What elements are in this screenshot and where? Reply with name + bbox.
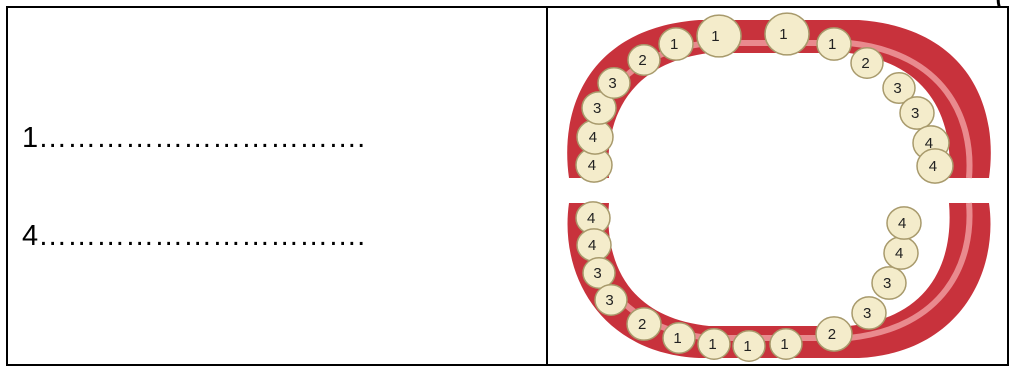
lower-tooth-label: 1 (743, 338, 751, 355)
upper-tooth-4: 3 (598, 68, 630, 98)
lower-tooth-label: 4 (588, 237, 596, 254)
lower-tooth-6: 1 (663, 323, 695, 353)
lower-tooth-13: 4 (884, 237, 918, 269)
lower-tooth-12: 3 (872, 267, 906, 299)
table-divider (546, 6, 548, 366)
upper-tooth-label: 3 (593, 100, 601, 117)
lower-tooth-label: 4 (587, 210, 595, 227)
lower-tooth-label: 3 (883, 275, 891, 292)
upper-tooth-7: 1 (697, 15, 741, 57)
upper-tooth-label: 4 (588, 157, 596, 174)
lower-tooth-2: 4 (577, 229, 611, 261)
lower-tooth-label: 1 (673, 330, 681, 347)
lower-tooth-label: 3 (605, 292, 613, 309)
lower-tooth-14: 4 (887, 207, 921, 239)
lower-tooth-9: 1 (770, 329, 802, 359)
upper-tooth-label: 1 (779, 26, 787, 43)
upper-tooth-label: 2 (638, 52, 646, 69)
lower-tooth-7: 1 (698, 329, 730, 359)
upper-tooth-label: 1 (670, 36, 678, 53)
lower-tooth-label: 3 (863, 305, 871, 322)
upper-tooth-label: 4 (589, 129, 597, 146)
lower-tooth-10: 2 (816, 317, 852, 351)
upper-tooth-9: 1 (817, 28, 851, 60)
upper-tooth-label: 2 (861, 55, 869, 72)
lower-tooth-3: 3 (583, 258, 615, 288)
answer-line-4-number: 4 (22, 220, 38, 252)
lower-tooth-label: 1 (780, 336, 788, 353)
answer-line-4[interactable]: 4……………………………. (22, 220, 365, 253)
upper-tooth-14: 4 (917, 149, 953, 183)
lower-tooth-label: 2 (638, 316, 646, 333)
lower-tooth-5: 2 (627, 308, 661, 340)
upper-tooth-label: 1 (711, 28, 719, 45)
upper-tooth-label: 3 (911, 105, 919, 122)
lower-tooth-label: 2 (828, 326, 836, 343)
upper-tooth-8: 1 (765, 13, 809, 55)
lower-tooth-label: 3 (593, 265, 601, 282)
answer-line-1-number: 1 (22, 122, 38, 154)
answer-line-1-dots: ……………………………. (38, 122, 365, 154)
answer-line-1[interactable]: 1……………………………. (22, 122, 365, 155)
upper-tooth-label: 4 (929, 158, 937, 175)
lower-tooth-label: 4 (895, 245, 903, 262)
answer-line-4-dots: ……………………………. (38, 220, 365, 252)
upper-tooth-12: 3 (900, 97, 934, 129)
upper-tooth-10: 2 (851, 48, 883, 78)
lower-tooth-label: 4 (898, 215, 906, 232)
upper-tooth-label: 1 (828, 36, 836, 53)
upper-tooth-5: 2 (628, 45, 660, 75)
upper-tooth-6: 1 (659, 28, 693, 60)
lower-tooth-11: 3 (852, 297, 886, 329)
lower-tooth-8: 1 (733, 331, 765, 361)
upper-tooth-label: 3 (608, 75, 616, 92)
upper-tooth-label: 3 (893, 80, 901, 97)
lower-tooth-4: 3 (595, 285, 627, 315)
lower-tooth-label: 1 (708, 336, 716, 353)
upper-tooth-2: 4 (577, 120, 613, 154)
